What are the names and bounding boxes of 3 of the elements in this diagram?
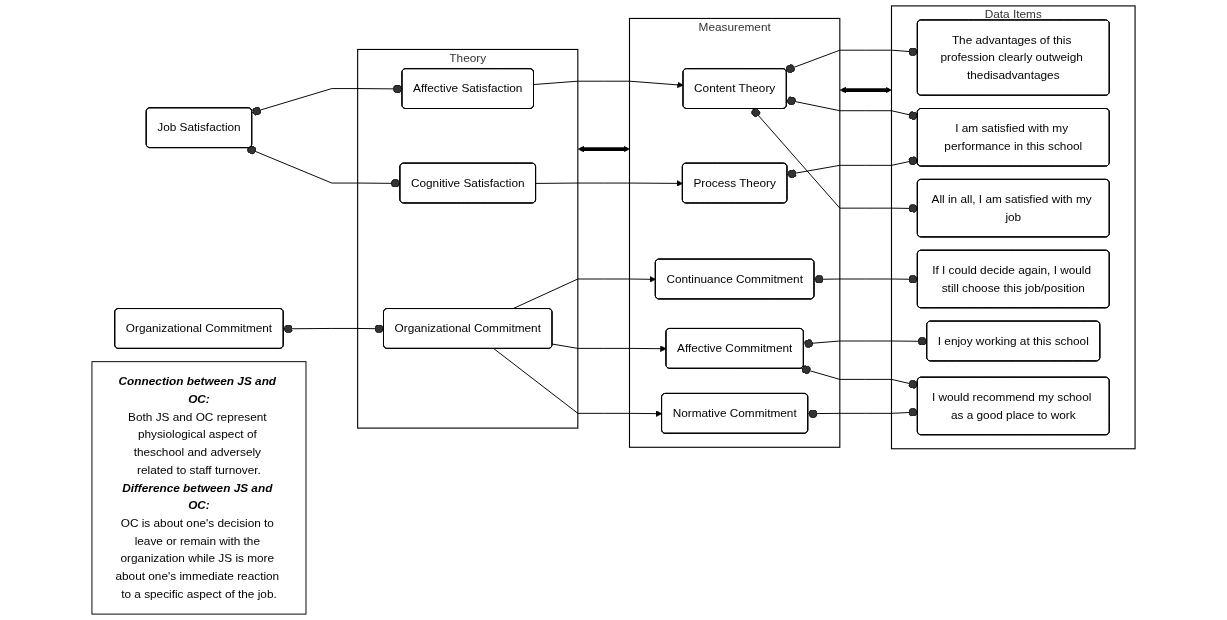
node-box: Connection between JS and OC: Both JS and OC represent physiological aspect of theschool and adversely related to staff turnover. Difference between JS and OC: OC is about one's decision to leave or remain with the organization while JS is more about one's immediate reaction to a specific aspect of the job.: [91, 361, 307, 615]
arrow: [577, 145, 630, 153]
arrow: [839, 86, 892, 94]
